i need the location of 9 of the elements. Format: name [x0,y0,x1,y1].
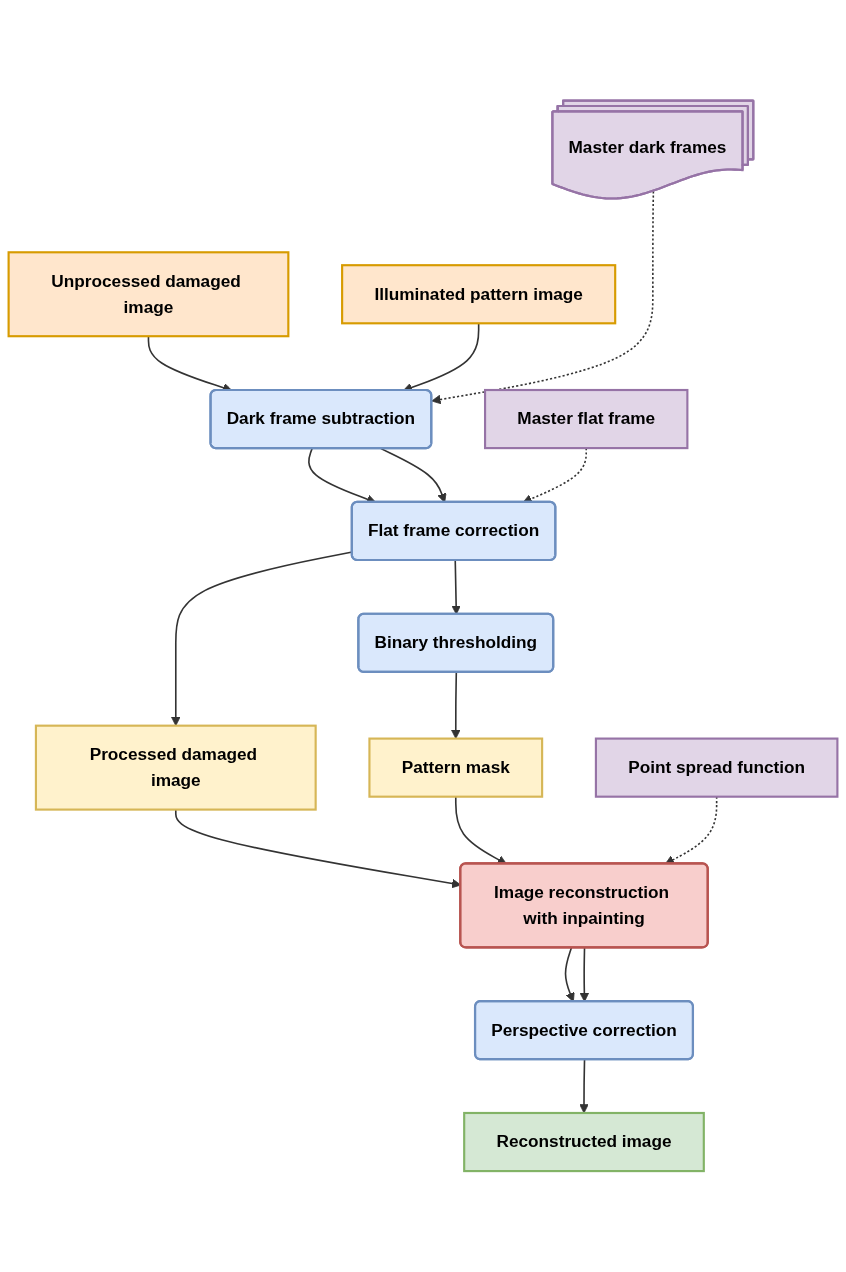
arrow [431,190,655,405]
node-box: Pattern mask [368,737,544,798]
node-box: Point spread function [594,737,839,798]
node-box: Reconstructed image [463,1112,705,1173]
arrow [579,1059,589,1114]
node-box: Unprocessed damaged image [7,251,290,338]
node-box: Master flat frame [484,389,689,450]
node-box: Processed damaged image [34,724,317,811]
node-box: Illuminated pattern image [341,264,617,325]
